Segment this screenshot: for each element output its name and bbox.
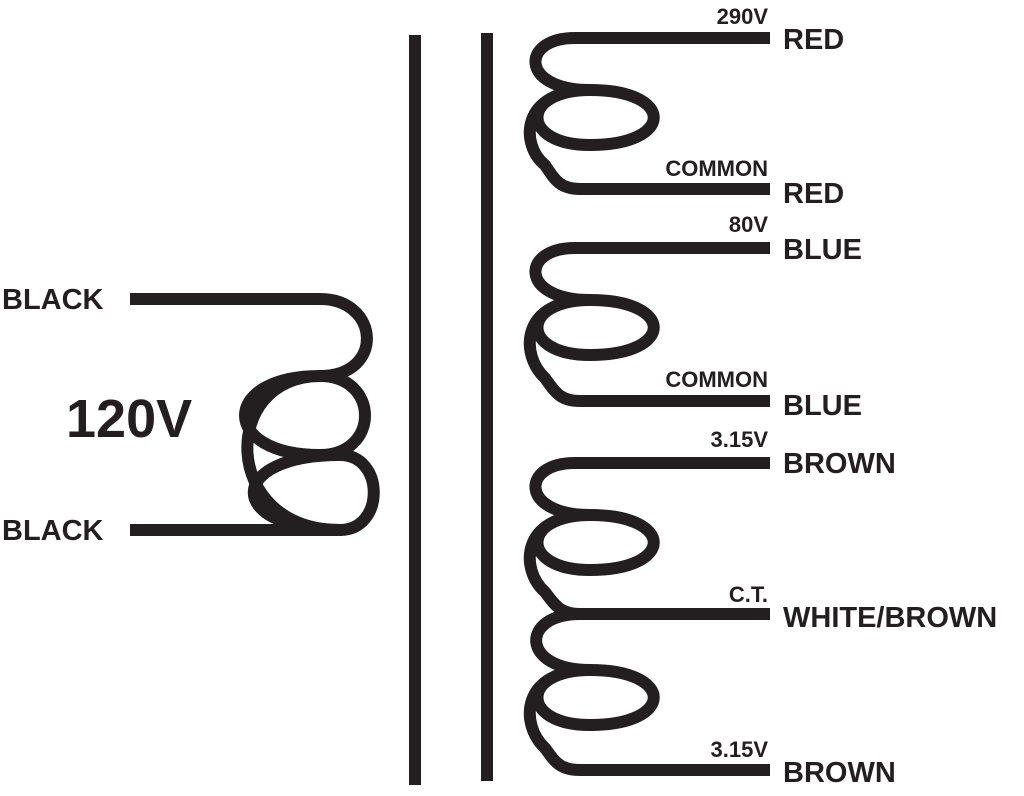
secondary-blue-top-lead: BLUE: [783, 234, 862, 266]
filament-top-lead: BROWN: [783, 448, 896, 480]
filament-lower-coil: [523, 608, 770, 776]
secondary-blue-bottom-lead: BLUE: [783, 390, 862, 422]
filament-center-tap: C.T.: [729, 582, 768, 607]
secondary-winding-red: 290V RED COMMON RED: [523, 4, 844, 210]
secondary-red-coil: [523, 32, 770, 195]
secondary-blue-coil: [523, 242, 770, 407]
secondary-winding-blue: 80V BLUE COMMON BLUE: [523, 212, 862, 422]
filament-top-tap: 3.15V: [711, 427, 769, 452]
secondary-red-bottom-lead: RED: [783, 178, 844, 210]
secondary-red-top-lead: RED: [783, 24, 844, 56]
secondary-red-common-tap: COMMON: [665, 156, 768, 181]
primary-bottom-lead-label: BLACK: [2, 515, 104, 547]
primary-top-lead-label: BLACK: [2, 284, 104, 316]
primary-winding: BLACK 120V BLACK: [2, 284, 380, 547]
secondary-blue-top-tap: 80V: [729, 212, 768, 237]
filament-winding: 3.15V BROWN C.T. WHITE/BROWN 3.15V BROWN: [523, 427, 997, 789]
filament-center-lead: WHITE/BROWN: [783, 602, 997, 634]
primary-voltage-label: 120V: [66, 389, 192, 449]
filament-bottom-lead: BROWN: [783, 757, 896, 789]
secondary-red-top-tap: 290V: [717, 4, 769, 29]
filament-bottom-tap: 3.15V: [711, 737, 769, 762]
primary-loop-lower: [247, 449, 380, 536]
secondary-blue-common-tap: COMMON: [665, 367, 768, 392]
